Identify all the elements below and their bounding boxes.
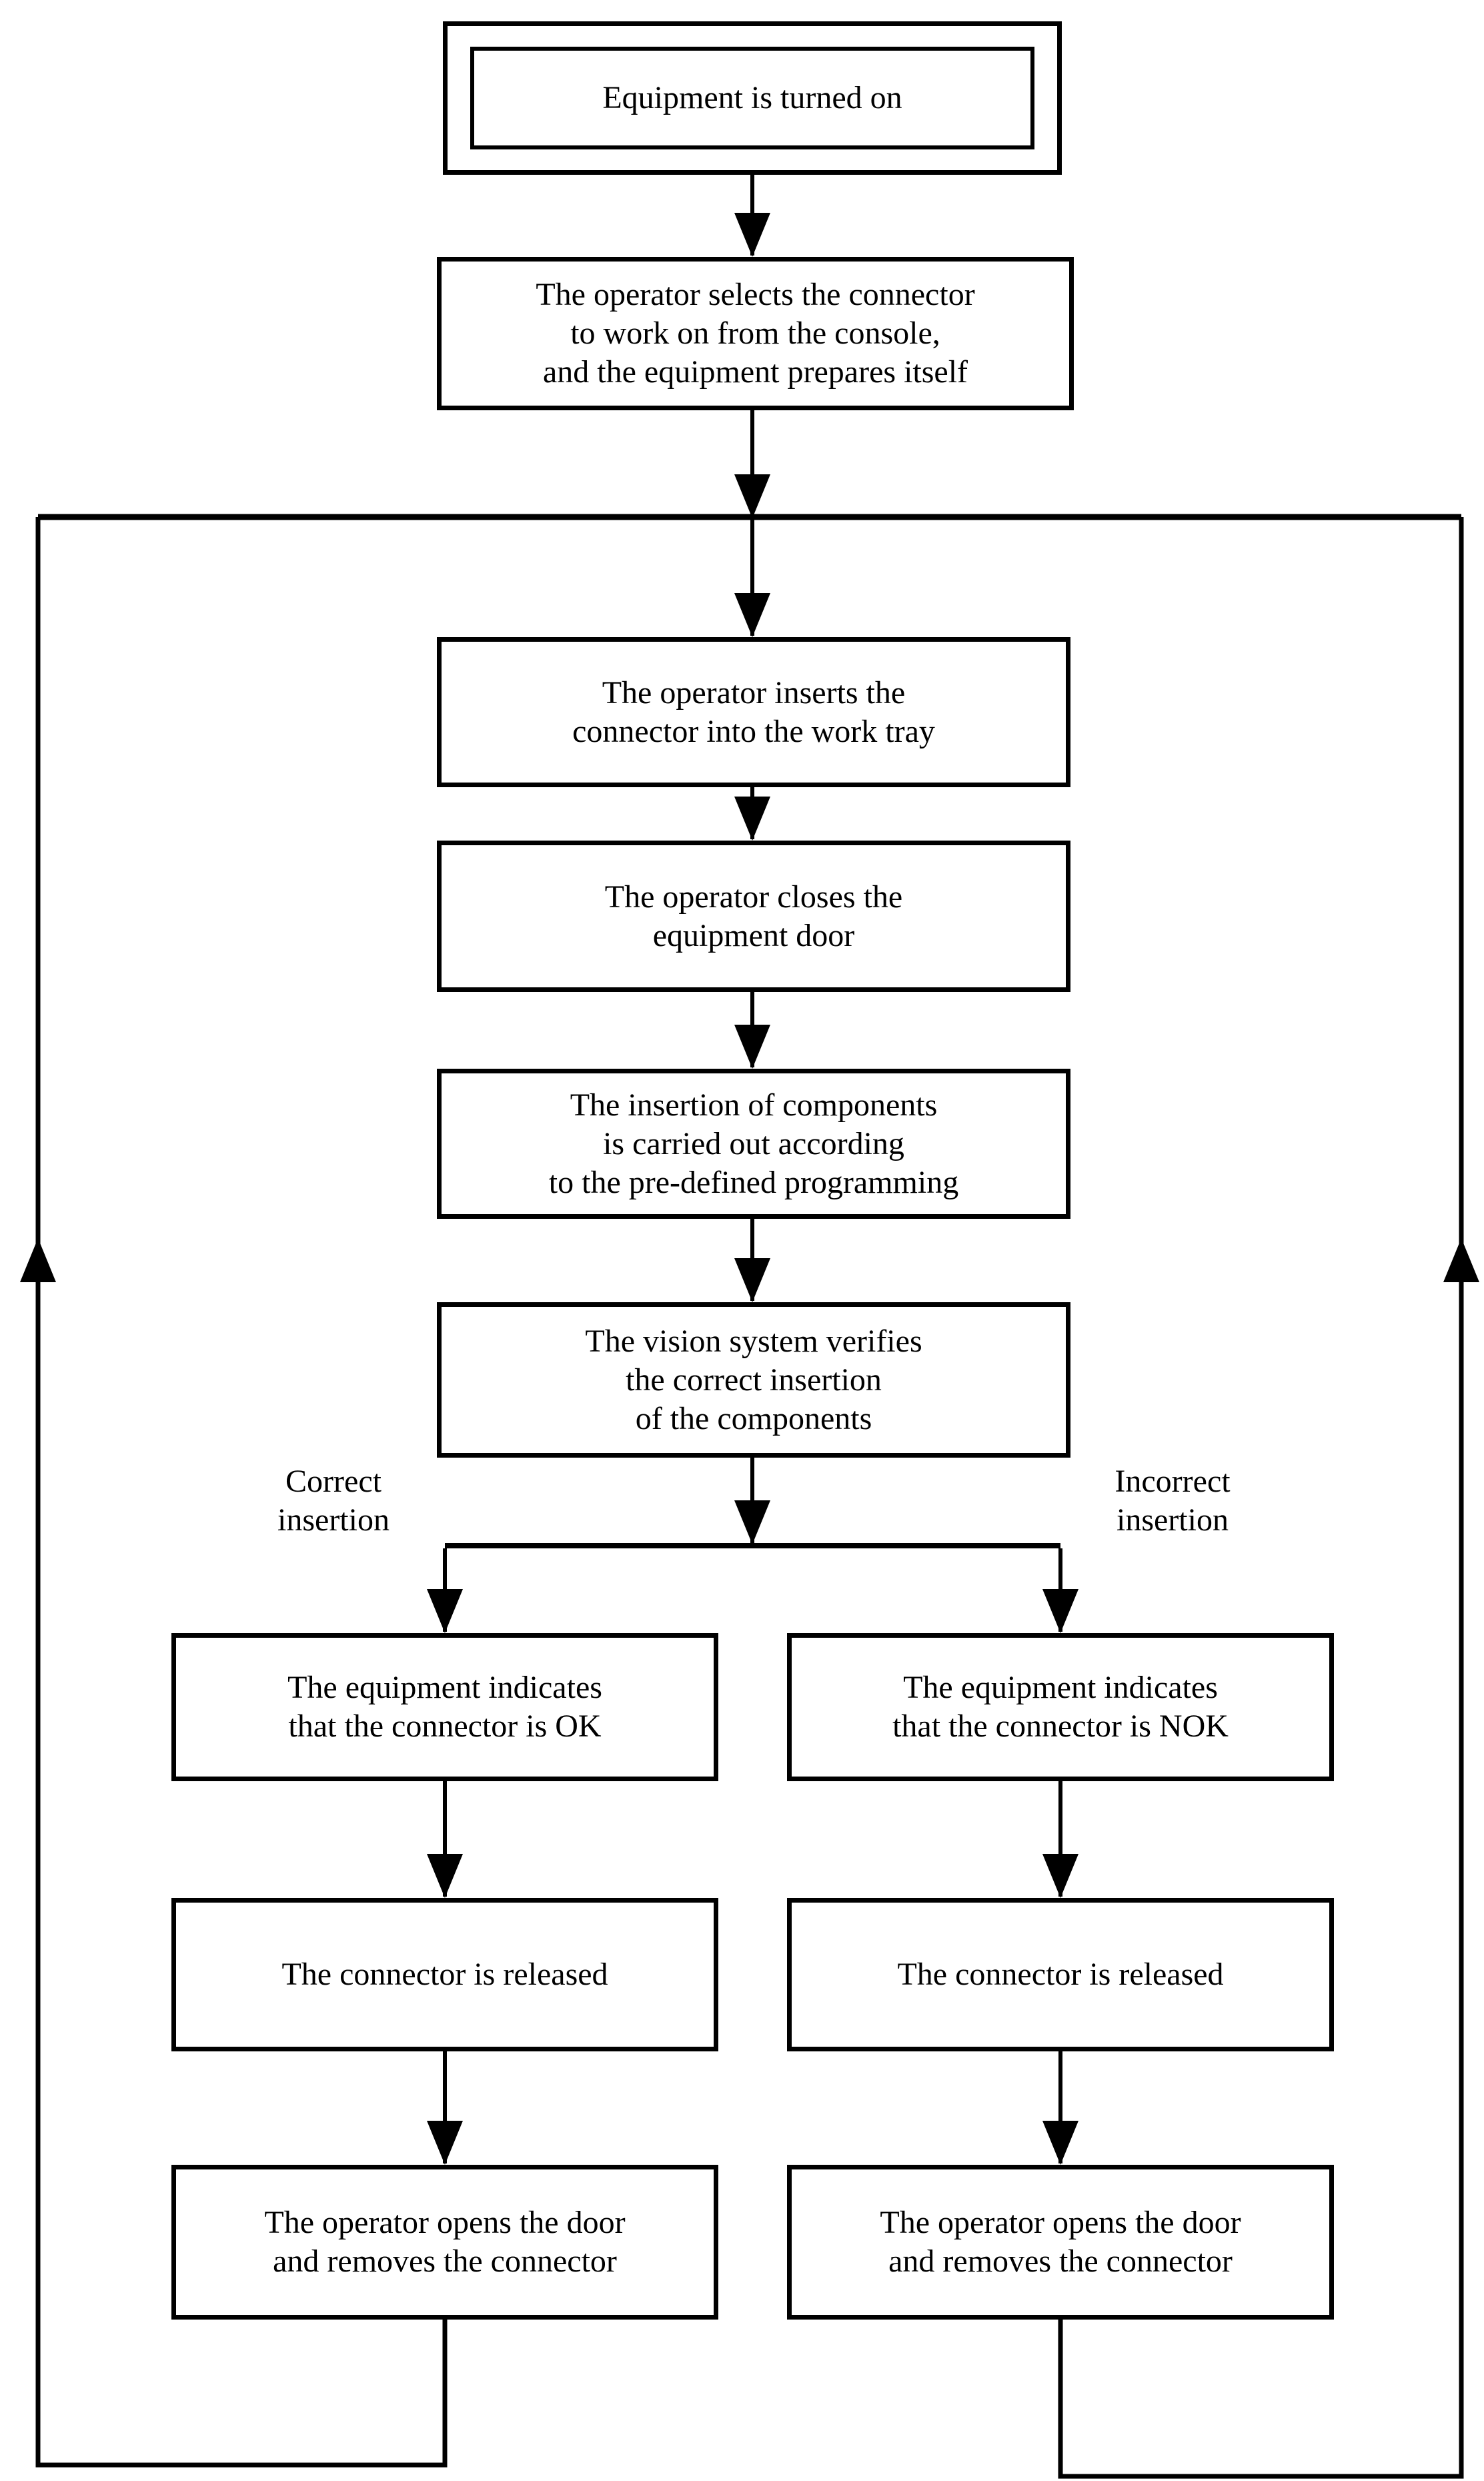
flow-node-start-inner-border: Equipment is turned on — [470, 47, 1034, 149]
arrowhead-down-icon — [734, 1500, 770, 1544]
branch-label-correct-insertion: Correct insertion — [277, 1464, 390, 1538]
flow-node-label: The operator closes the equipment door — [604, 879, 903, 953]
flow-node-label: The operator opens the door and removes … — [880, 2205, 1241, 2279]
arrowhead-down-icon — [734, 213, 770, 257]
arrowhead-up-icon — [1443, 1238, 1479, 1282]
flow-node-label: The equipment indicates that the connect… — [892, 1670, 1229, 1744]
flow-node-pre-defined-programming: The insertion of components is carried o… — [437, 1069, 1070, 1219]
flow-node-open-door-remove-left: The operator opens the door and removes … — [171, 2165, 718, 2320]
arrowhead-down-icon — [427, 1589, 463, 1633]
flow-node-open-door-remove-right: The operator opens the door and removes … — [787, 2165, 1334, 2320]
arrowhead-down-icon — [734, 797, 770, 841]
flow-node-connector-released-right: The connector is released — [787, 1898, 1334, 2051]
arrowhead-down-icon — [427, 1854, 463, 1898]
flow-node-select-connector: The operator selects the connector to wo… — [437, 257, 1074, 410]
arrowhead-down-icon — [734, 593, 770, 637]
loop-back-right — [1058, 517, 1464, 2479]
loop-back-left — [35, 517, 448, 2468]
arrowhead-down-icon — [1042, 1854, 1078, 1898]
arrowhead-down-icon — [1042, 1589, 1078, 1633]
arrowhead-up-icon — [20, 1238, 56, 1282]
flow-node-connector-released-left: The connector is released — [171, 1898, 718, 2051]
flow-node-close-door: The operator closes the equipment door — [437, 841, 1070, 992]
arrowhead-down-icon — [427, 2121, 463, 2165]
flow-node-vision-system: The vision system verifies the correct i… — [437, 1302, 1070, 1458]
flow-node-label: The insertion of components is carried o… — [548, 1087, 959, 1200]
flow-node-label: The equipment indicates that the connect… — [287, 1670, 602, 1744]
flow-node-label: Equipment is turned on — [602, 80, 902, 115]
flow-node-label: The operator opens the door and removes … — [264, 2205, 626, 2279]
arrowhead-down-icon — [734, 1025, 770, 1069]
arrowhead-down-icon — [734, 1258, 770, 1302]
flow-node-insert-connector: The operator inserts the connector into … — [437, 637, 1070, 787]
flow-node-connector-nok: The equipment indicates that the connect… — [787, 1633, 1334, 1781]
arrowhead-down-icon — [734, 474, 770, 518]
arrowhead-down-icon — [1042, 2121, 1078, 2165]
flow-node-connector-ok: The equipment indicates that the connect… — [171, 1633, 718, 1781]
flow-node-label: The operator inserts the connector into … — [572, 674, 935, 749]
flow-node-label: The vision system verifies the correct i… — [585, 1323, 922, 1436]
branch-label-incorrect-insertion: Incorrect insertion — [1115, 1464, 1231, 1538]
flow-node-label: The connector is released — [281, 1957, 608, 1992]
flow-node-label: The operator selects the connector to wo… — [536, 277, 975, 390]
flow-node-start: Equipment is turned on — [443, 21, 1062, 175]
flow-node-label: The connector is released — [897, 1957, 1224, 1992]
